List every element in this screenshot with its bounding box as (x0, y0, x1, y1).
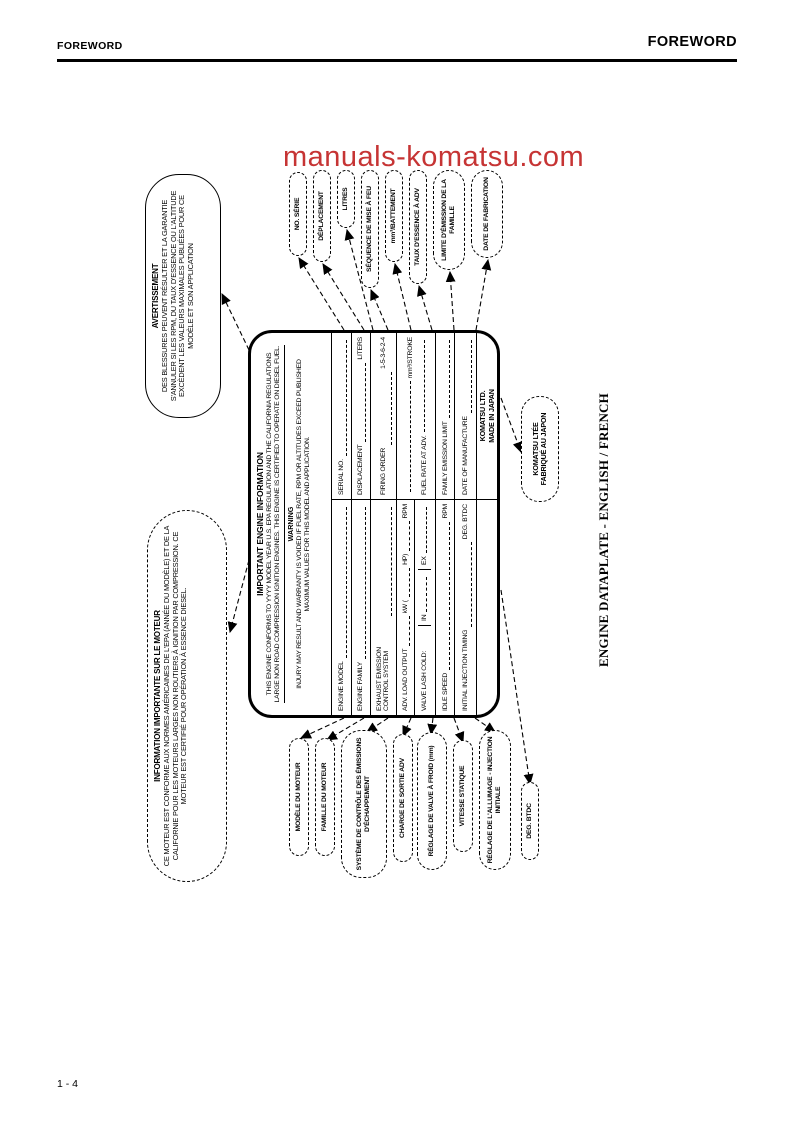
header-right: FOREWORD (647, 34, 737, 50)
row-exhaust-firing: EXHAUST EMISSION CONTROL SYSTEM FIRING O… (371, 333, 397, 715)
info-callout-title: INFORMATION IMPORTANTE SUR LE MOTEUR (153, 610, 162, 782)
warning-callout-bubble: AVERTISSEMENT DES BLESSURES PEUVENT RÉSU… (145, 174, 221, 418)
plate-field-grid: ENGINE MODEL SERIAL NO. ENGINE FAMILY DI… (331, 333, 497, 715)
callout-label: FAMILLE DU MOTEUR (321, 762, 329, 832)
callout-label: SÉQUENCE DE MISE À FEU (366, 186, 374, 272)
callout-label: LIMITE D'ÉMISSION DE LA FAMILLE (441, 179, 456, 261)
initial-injection-label: INITIAL INJECTION TIMING (462, 629, 470, 711)
row-family-displacement: ENGINE FAMILY DISPLACEMENT LITERS (351, 333, 372, 715)
callout-label: TAUX D'ESSENCE À ADV (414, 188, 422, 266)
leader-arrows (221, 228, 534, 786)
watermark: manuals-komatsu.com (283, 141, 585, 173)
callout-label: NO. SÉRIE (294, 197, 302, 231)
callout-label: LITRES (342, 187, 350, 211)
info-callout-bubble: INFORMATION IMPORTANTE SUR LE MOTEUR CE … (147, 510, 227, 882)
row-maker: KOMATSU LTD. MADE IN JAPAN (476, 333, 497, 715)
plate-header: IMPORTANT ENGINE INFORMATION THIS ENGINE… (251, 333, 312, 715)
callout-label: CHARGE DE SORTIE ADV (399, 758, 407, 838)
callout-emission-system: SYSTÈME DE CONTRÔLE DES ÉMISSIONS D'ÉCHA… (341, 730, 387, 878)
row-idle-familyemission: IDLE SPEED RPM FAMILY EMISSION LIMIT (435, 333, 456, 715)
engine-model-label: ENGINE MODEL (337, 661, 345, 711)
callout-label: VITESSE STATIQUE (459, 765, 467, 827)
callout-injection-timing: RÉGLAGE DE L'ALLUMAGE - INJECTION INITIA… (479, 730, 511, 870)
fuel-rate-label: FUEL RATE AT ADV. (421, 435, 429, 495)
valve-ex-label: EX (421, 556, 429, 565)
deg-btdc-label: DEG. BTDC (462, 504, 470, 540)
engine-dataplate: IMPORTANT ENGINE INFORMATION THIS ENGINE… (248, 330, 500, 718)
plate-conformity-text: THIS ENGINE CONFORMS TO YYYY MODEL YEAR … (266, 345, 281, 703)
callout-engine-model: MODÈLE DU MOTEUR (289, 738, 309, 856)
callout-engine-family: FAMILLE DU MOTEUR (315, 738, 335, 856)
exhaust-emission-label: EXHAUST EMISSION CONTROL SYSTEM (375, 647, 391, 711)
callout-fuel-rate: TAUX D'ESSENCE À ADV (409, 170, 427, 284)
engine-family-label: ENGINE FAMILY (357, 661, 365, 711)
page-number: 1 - 4 (57, 1078, 79, 1090)
callout-label: RÉGLAGE DE VALVE À FROID (mm) (428, 745, 436, 857)
idle-rpm-label: RPM (441, 504, 449, 519)
adv-output-label: ADV. LOAD OUTPUT (401, 648, 409, 711)
callout-label: mm³/BATTEMENT (390, 188, 398, 244)
callout-idle-speed: VITESSE STATIQUE (453, 740, 473, 852)
callout-valve-lash: RÉGLAGE DE VALVE À FROID (mm) (417, 732, 447, 870)
callout-label: DÉPLACEMENT (318, 191, 326, 241)
row-model-serial: ENGINE MODEL SERIAL NO. (332, 333, 352, 715)
serial-no-label: SERIAL NO. (337, 459, 345, 495)
callout-serial-no: NO. SÉRIE (289, 172, 307, 256)
callout-date-of-manufacture: DATE DE FABRICATION (471, 170, 503, 258)
callout-label: RÉGLAGE DE L'ALLUMAGE - INJECTION INITIA… (487, 736, 502, 864)
callout-stroke-unit: mm³/BATTEMENT (385, 170, 403, 262)
engine-dataplate-diagram: INFORMATION IMPORTANTE SUR LE MOTEUR CE … (145, 170, 620, 890)
callout-firing-order: SÉQUENCE DE MISE À FEU (361, 170, 379, 288)
callout-label: SYSTÈME DE CONTRÔLE DES ÉMISSIONS D'ÉCHA… (356, 737, 371, 871)
hp-label: HP) (401, 553, 409, 565)
callout-maker: KOMATSU LTÉE FABRIQUÉ AU JAPON (521, 396, 559, 502)
callout-deg-btdc: DEG. BTDC (521, 782, 539, 860)
family-emission-label: FAMILY EMISSION LIMIT (441, 421, 449, 495)
callout-label: MODÈLE DU MOTEUR (295, 762, 303, 832)
row-output-fuelrate: ADV. LOAD OUTPUT kW ( HP) RPM VALVE LASH… (396, 333, 436, 715)
maker-origin: MADE IN JAPAN (486, 389, 496, 443)
plate-divider (283, 345, 285, 703)
valve-lash-label: VALVE LASH COLD: (421, 650, 428, 711)
header-rule (57, 59, 737, 62)
callout-family-emission: LIMITE D'ÉMISSION DE LA FAMILLE (433, 170, 465, 270)
displacement-label: DISPLACEMENT (357, 444, 365, 495)
firing-order-value: 1-5-3-6-2-4 (379, 337, 387, 369)
rpm-label: RPM (401, 503, 409, 519)
callout-label: DEG. BTDC (526, 803, 534, 839)
plate-warning-text: INJURY MAY RESULT AND WARRANTY IS VOIDED… (295, 359, 311, 689)
warning-callout-body: DES BLESSURES PEUVENT RÉSULTER ET LA GAR… (160, 190, 196, 402)
maker-cell: KOMATSU LTD. MADE IN JAPAN (476, 333, 497, 500)
liters-label: LITERS (357, 337, 365, 360)
info-callout-body: CE MOTEUR EST CONFORME AUX NORMES AMÉRIC… (162, 525, 189, 867)
callout-label: DATE DE FABRICATION (483, 177, 491, 251)
warning-callout-title: AVERTISSEMENT (151, 263, 160, 329)
plate-warning-title: WARNING (285, 506, 295, 542)
plate-title: IMPORTANT ENGINE INFORMATION (255, 452, 265, 596)
callout-displacement: DÉPLACEMENT (313, 170, 331, 262)
date-of-manufacture-label: DATE OF MANUFACTURE (462, 416, 470, 495)
idle-speed-label: IDLE SPEED (441, 672, 449, 711)
figure-title: ENGINE DATAPLATE - ENGLISH / FRENCH (596, 393, 611, 667)
stroke-unit-label: mm³/STROKE (407, 337, 415, 379)
valve-in-label: IN (421, 614, 429, 621)
maker-name: KOMATSU LTD. (477, 390, 487, 442)
empty-cell (477, 500, 497, 715)
row-injection-datemfg: INITIAL INJECTION TIMING DEG. BTDC DATE O… (455, 333, 477, 715)
firing-order-label: FIRING ORDER (379, 447, 387, 495)
kw-label: kW ( (401, 600, 409, 614)
callout-adv-output: CHARGE DE SORTIE ADV (393, 734, 413, 862)
header-left: FOREWORD (57, 40, 123, 52)
callout-liters: LITRES (337, 170, 355, 228)
callout-maker-line2: FABRIQUÉ AU JAPON (539, 412, 548, 486)
